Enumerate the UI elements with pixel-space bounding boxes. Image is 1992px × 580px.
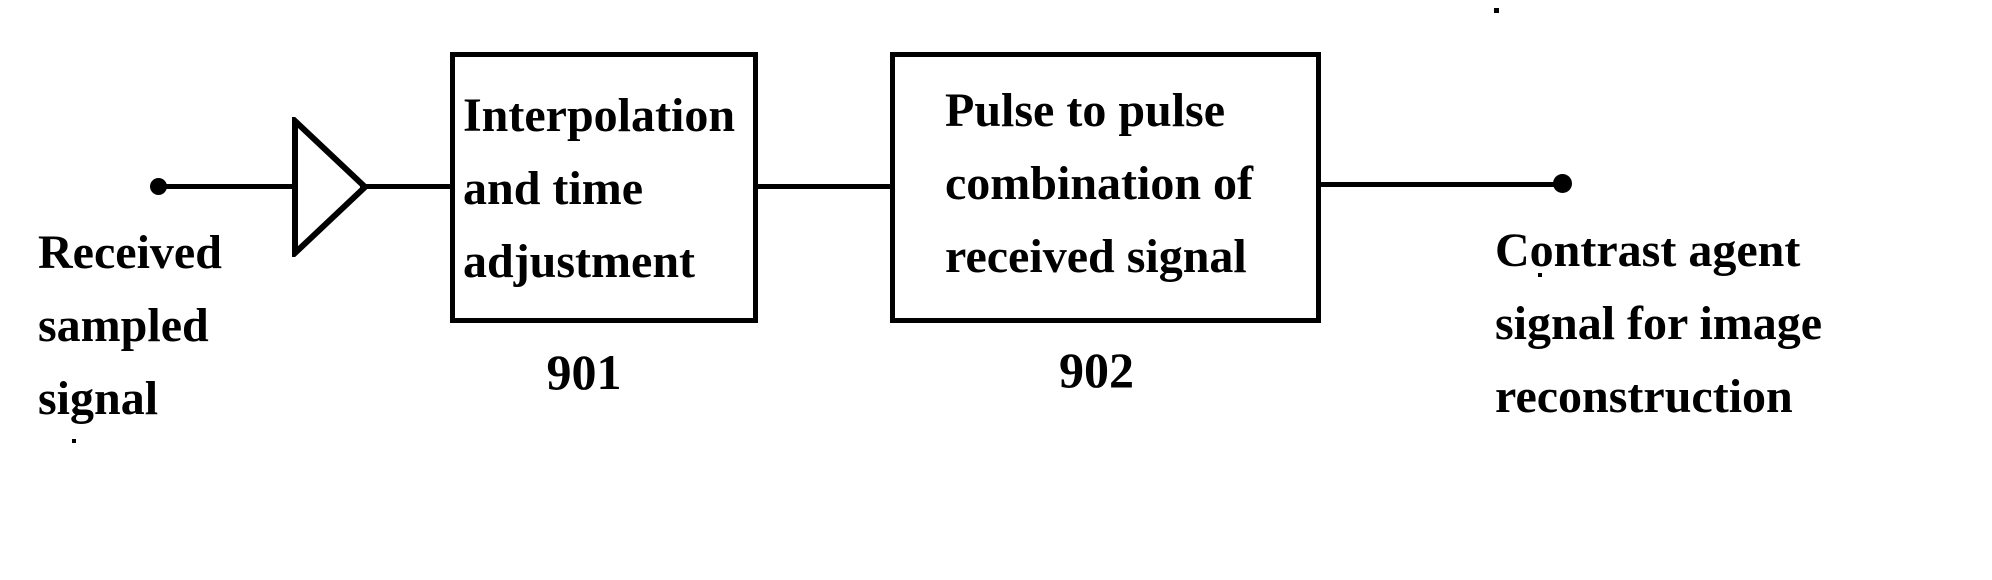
ref-numeral-902: 902 bbox=[1059, 342, 1134, 398]
output-signal-label: Contrast agent signal for image reconstr… bbox=[1495, 214, 1822, 433]
scan-artifact-dot bbox=[72, 439, 76, 443]
wire-input-to-amplifier bbox=[158, 184, 298, 189]
input-label-line: Received bbox=[38, 226, 222, 279]
amplifier-triangle-icon bbox=[292, 117, 369, 257]
block-label-line: received signal bbox=[945, 230, 1247, 283]
wire-amplifier-to-block-901 bbox=[360, 184, 454, 189]
scan-artifact-dot bbox=[1494, 8, 1499, 13]
input-signal-label: Received sampled signal bbox=[38, 216, 222, 435]
output-label-line: signal for image bbox=[1495, 297, 1823, 350]
block-pulse-combination-902: Pulse to pulse combination of received s… bbox=[890, 52, 1321, 323]
block-label-line: Pulse to pulse bbox=[945, 84, 1226, 137]
wire-block-902-to-output bbox=[1318, 182, 1560, 187]
output-label-line: reconstruction bbox=[1495, 370, 1793, 423]
input-label-line: sampled bbox=[38, 299, 209, 352]
input-label-line: signal bbox=[38, 372, 159, 425]
block-label-line: and time bbox=[463, 162, 643, 215]
wire-block-901-to-block-902 bbox=[755, 184, 895, 189]
block-902-label: Pulse to pulse combination of received s… bbox=[895, 57, 1316, 293]
ref-numeral-901: 901 bbox=[546, 344, 622, 400]
block-label-line: Interpolation bbox=[463, 89, 736, 142]
output-terminal-dot bbox=[1553, 174, 1572, 193]
output-label-line: Contrast agent bbox=[1495, 224, 1801, 277]
scan-artifact-dot bbox=[1538, 273, 1542, 277]
block-label-line: combination of bbox=[945, 157, 1254, 210]
block-interpolation-901: Interpolation and time adjustment bbox=[450, 52, 758, 323]
block-901-label: Interpolation and time adjustment bbox=[455, 57, 753, 298]
block-label-line: adjustment bbox=[463, 235, 696, 288]
